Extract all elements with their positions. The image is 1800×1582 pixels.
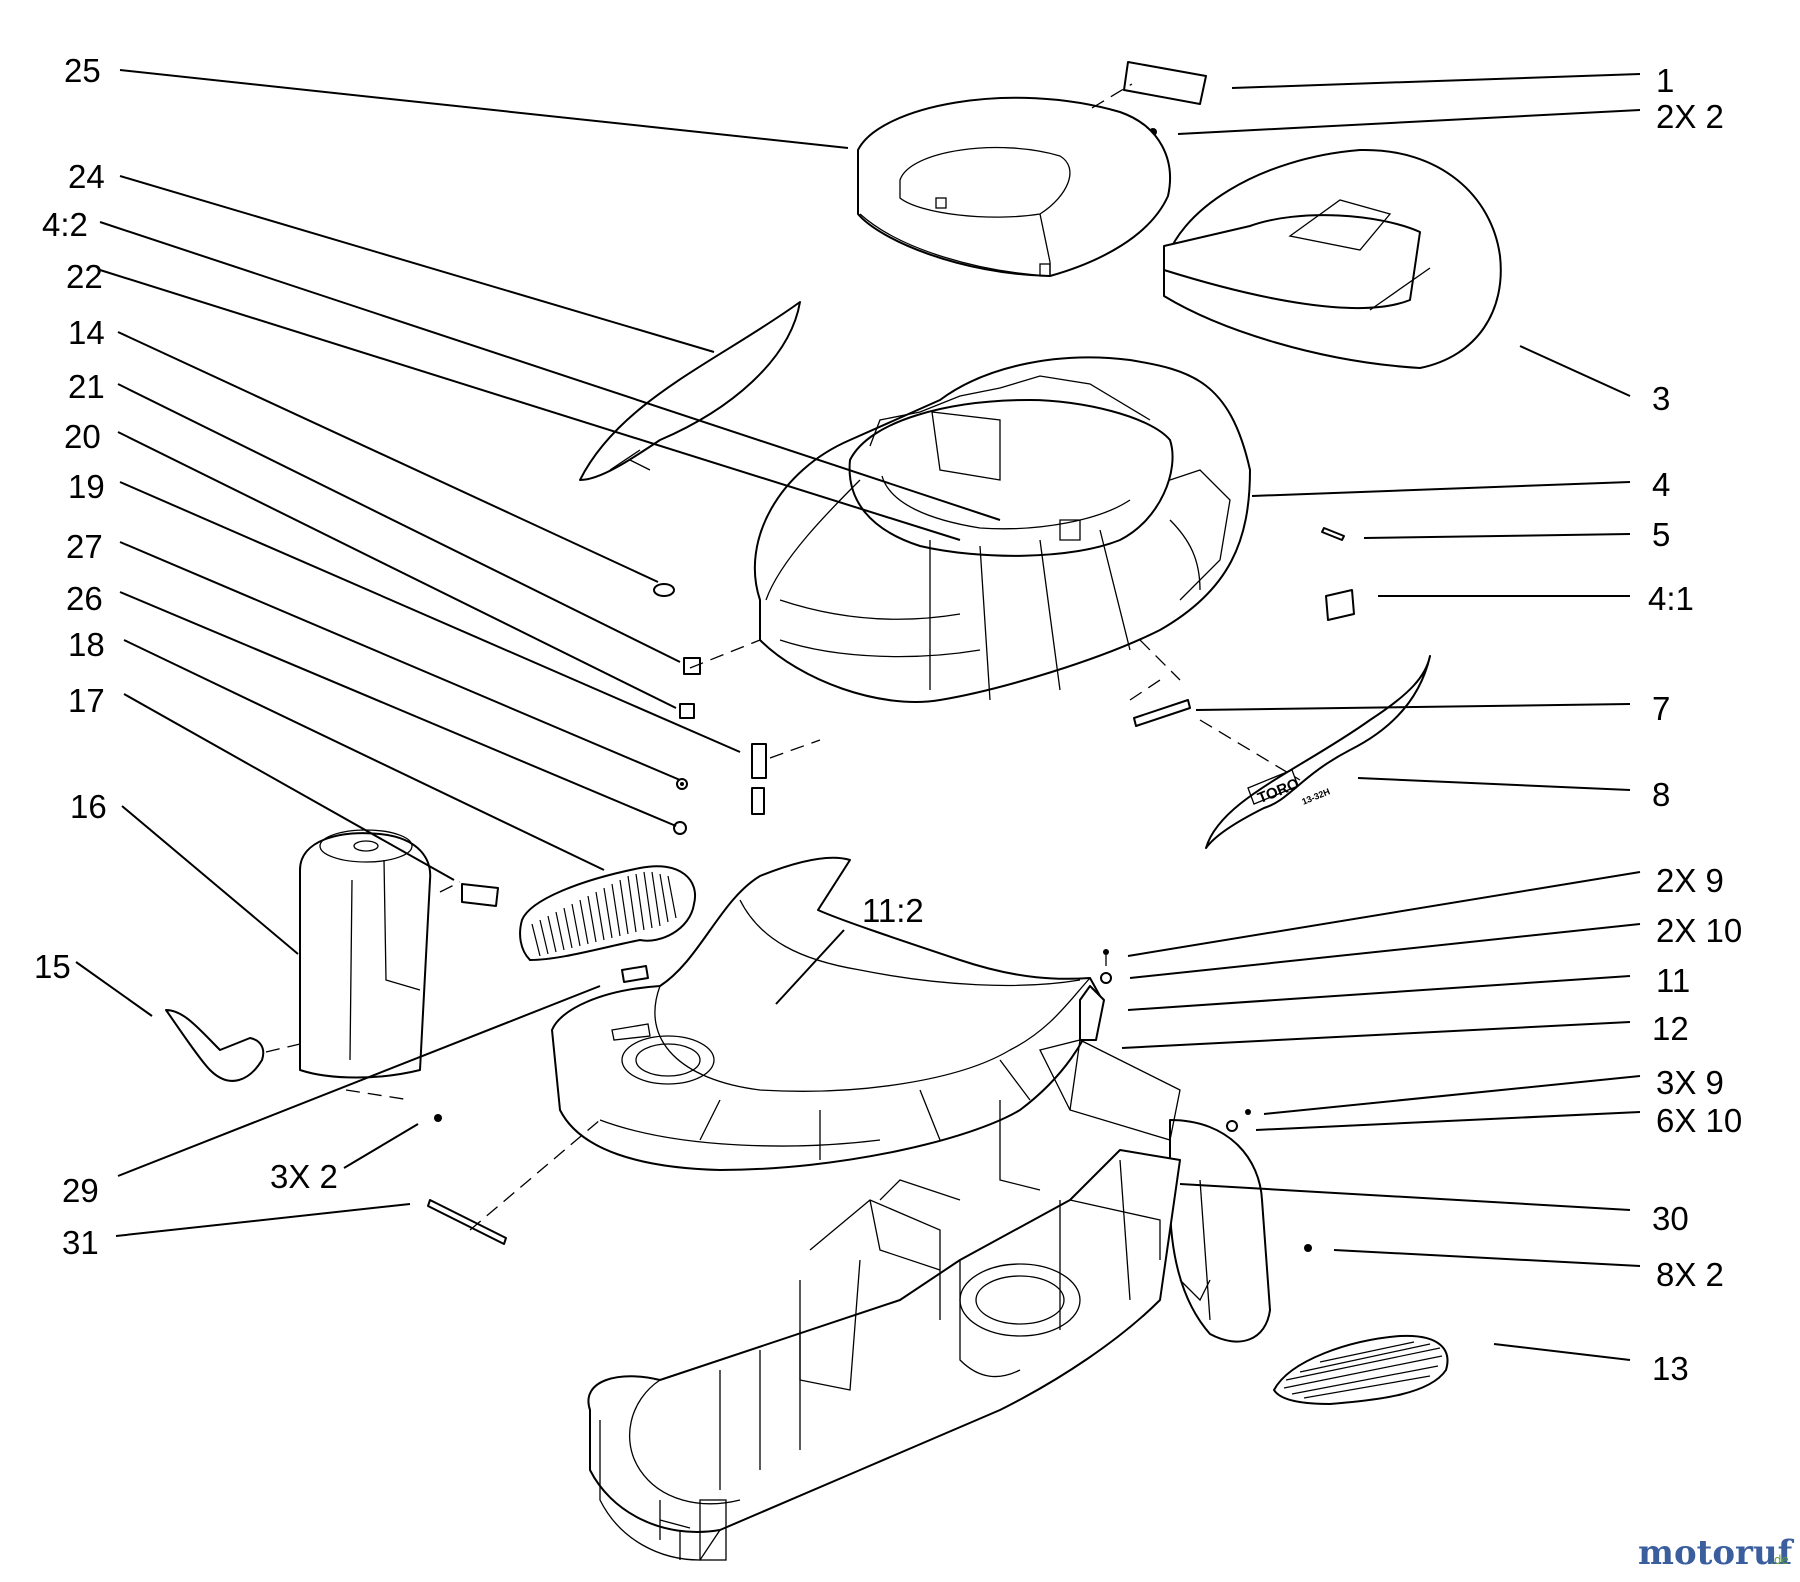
part-17-decal (461, 883, 499, 907)
callout-21: 21 (68, 368, 105, 405)
part-19b-decal (751, 787, 765, 815)
part-20-decal (679, 703, 695, 719)
callout-27: 27 (66, 528, 103, 565)
part-4-1-decal (1325, 589, 1355, 621)
part-8-toro-decal: TORO 13-32H (1205, 655, 1431, 849)
part-16-console (299, 829, 432, 1079)
callout-24: 24 (68, 158, 105, 195)
callout-2x9: 2X 9 (1656, 862, 1724, 899)
part-11-fender-deck (551, 856, 1101, 1171)
callout-7: 7 (1652, 690, 1670, 727)
part-27-screw (676, 778, 688, 790)
callout-3: 3 (1652, 380, 1670, 417)
callout-22: 22 (66, 258, 103, 295)
callouts-left: 25 24 4:2 22 14 21 20 19 27 26 18 17 16 … (34, 52, 924, 1261)
callout-5: 5 (1652, 516, 1670, 553)
part-13-footmat (1273, 1334, 1449, 1405)
callout-17: 17 (68, 682, 105, 719)
part-10-washer (1100, 972, 1112, 984)
callout-11: 11 (1656, 962, 1690, 999)
part-3-seat-pan (1163, 148, 1502, 369)
part-24-decal (579, 301, 801, 481)
callout-8x2: 8X 2 (1656, 1256, 1724, 1293)
callout-18: 18 (68, 626, 105, 663)
part-29-decal (621, 965, 649, 983)
part-18-footmat (519, 865, 697, 961)
callout-8: 8 (1652, 776, 1670, 813)
chassis-frame (587, 1039, 1211, 1561)
part-12-bracket (1079, 985, 1105, 1041)
callout-31: 31 (62, 1224, 99, 1261)
callout-30: 30 (1652, 1200, 1689, 1237)
callout-6x10: 6X 10 (1656, 1102, 1742, 1139)
callout-4: 4 (1652, 466, 1670, 503)
watermark-suffix: .de (1770, 1553, 1789, 1567)
callout-29: 29 (62, 1172, 99, 1209)
callout-13: 13 (1652, 1350, 1689, 1387)
callout-2x2: 2X 2 (1656, 98, 1724, 135)
part-21-decal (683, 657, 701, 675)
part-5-decal (1321, 527, 1345, 541)
leader-lines (75, 69, 1641, 1361)
part-2b-screw (434, 1114, 442, 1122)
part-19-decal (751, 743, 767, 779)
part-1-decal-strip (1123, 61, 1207, 105)
callout-14: 14 (68, 314, 105, 351)
callout-26: 26 (66, 580, 103, 617)
part-10b-washer (1226, 1120, 1238, 1132)
part-14-plug (653, 583, 675, 597)
callout-19: 19 (68, 468, 105, 505)
callout-25: 25 (64, 52, 101, 89)
part-30-fender (1169, 1119, 1271, 1343)
callout-3x2: 3X 2 (270, 1158, 338, 1195)
callout-15: 15 (34, 948, 71, 985)
callouts-right: 1 2X 2 3 4 5 4:1 7 8 2X 9 2X 10 11 12 3X… (1648, 62, 1742, 1387)
assembly-lines (265, 83, 1301, 1231)
callout-2x10: 2X 10 (1656, 912, 1742, 949)
part-8b-screw (1304, 1244, 1312, 1252)
watermark-main: motoruf (1638, 1533, 1795, 1573)
part-26-washer (673, 821, 687, 835)
part-7-strip (1133, 699, 1191, 727)
part-15-cover (165, 1009, 265, 1082)
part-9b-screw (1245, 1109, 1251, 1115)
part-4-body (753, 356, 1251, 703)
part-31-strip (427, 1199, 507, 1245)
decal-model-text: 13-32H (1300, 786, 1331, 806)
part-25-seat (857, 96, 1171, 277)
callout-11-2: 11:2 (862, 892, 924, 929)
part-9-screw (1103, 949, 1109, 966)
callout-3x9: 3X 9 (1656, 1064, 1724, 1101)
callout-4-2: 4:2 (42, 206, 88, 243)
callout-4-1: 4:1 (1648, 580, 1694, 617)
watermark-logo: motoruf .de (1638, 1533, 1795, 1573)
callout-16: 16 (70, 788, 107, 825)
callout-20: 20 (64, 418, 101, 455)
callout-1: 1 (1656, 62, 1674, 99)
callout-12: 12 (1652, 1010, 1689, 1047)
